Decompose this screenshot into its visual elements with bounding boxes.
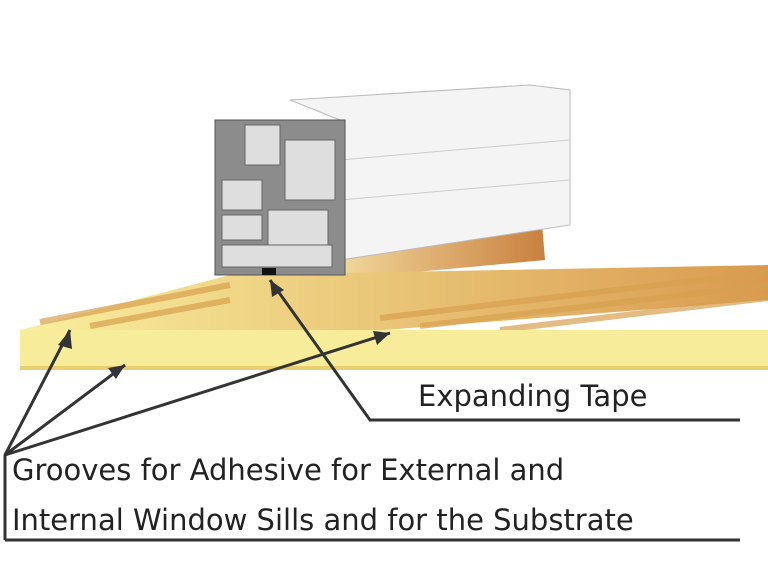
expanding-tape-label: Expanding Tape xyxy=(418,379,648,413)
grooves-label-line2: Internal Window Sills and for the Substr… xyxy=(12,503,634,537)
grooves xyxy=(39,269,768,333)
pointer-lines xyxy=(3,279,740,542)
grooves-label-line1: Grooves for Adhesive for External and xyxy=(12,453,565,487)
arrowheads xyxy=(58,280,390,379)
sill-board-top xyxy=(20,265,768,335)
sill-board-front xyxy=(20,330,768,370)
expanding-tape xyxy=(262,268,276,275)
